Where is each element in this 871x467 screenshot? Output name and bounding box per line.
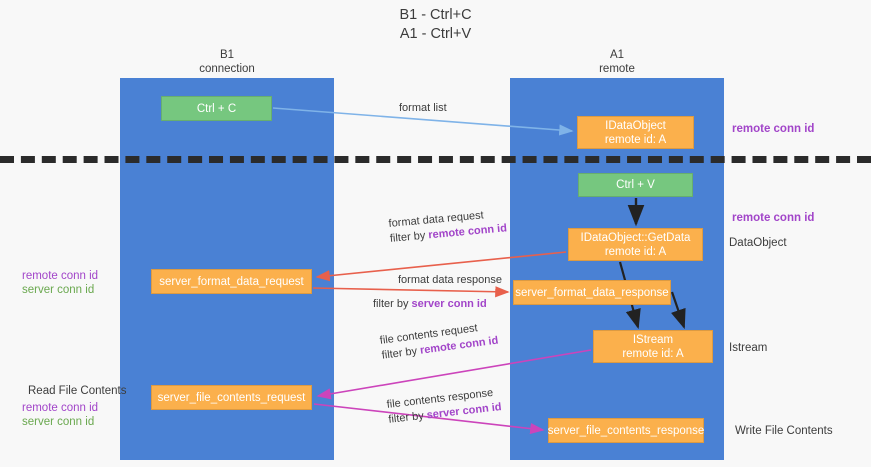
annotation-left-remote-conn-id-1: remote conn id: [22, 270, 99, 282]
edge-label-format-data-response-text: format data response: [398, 274, 502, 286]
box-server-file-contents-request-label: server_file_contents_request: [157, 391, 306, 404]
edge-label-format-data-request: format data request filter by remote con…: [388, 206, 508, 247]
annotation-left-remote-conn-id-2: remote conn id: [22, 402, 99, 414]
box-server-format-data-request-label: server_format_data_request: [159, 275, 304, 288]
box-idataobject-getdata[interactable]: IDataObject::GetData remote id: A: [568, 228, 703, 261]
box-server-file-contents-response[interactable]: server_file_contents_response: [548, 418, 704, 443]
filter-prefix: filter by: [373, 298, 412, 310]
column-header-a1: A1 remote: [510, 48, 724, 76]
edge-label-file-contents-response: file contents response filter by server …: [386, 385, 502, 428]
column-header-b1-sub: connection: [199, 63, 255, 75]
annotation-left-server-conn-id-1: server conn id: [22, 284, 95, 296]
filter-prefix: filter by: [381, 344, 421, 362]
box-ctrl-c-label: Ctrl + C: [196, 102, 237, 115]
filter-key-server-conn-id: server conn id: [411, 298, 487, 310]
title-line-2: A1 - Ctrl+V: [399, 26, 472, 42]
box-ctrl-c[interactable]: Ctrl + C: [161, 96, 272, 121]
annotation-left-conn-ids-2: remote conn id server conn id: [22, 401, 98, 429]
box-server-format-data-request[interactable]: server_format_data_request: [151, 269, 312, 294]
annotation-left-conn-ids-1: remote conn id server conn id: [22, 269, 98, 297]
phase-divider: [0, 156, 871, 163]
box-getdata-line2: remote id: A: [604, 245, 667, 258]
annotation-remote-conn-id-top: remote conn id: [732, 123, 815, 135]
arrow-format-data-response: [312, 286, 510, 298]
box-server-format-data-response[interactable]: server_format_data_response: [513, 280, 671, 305]
column-header-a1-sub: remote: [599, 63, 635, 75]
edge-label-file-contents-request: file contents request filter by remote c…: [379, 319, 499, 364]
annotation-remote-conn-id-mid: remote conn id: [732, 212, 815, 224]
annotation-dataobject: DataObject: [729, 237, 787, 249]
column-header-b1-name: B1: [219, 49, 235, 61]
filter-prefix: filter by: [387, 409, 428, 426]
title-line-1: B1 - Ctrl+C: [399, 7, 472, 23]
box-ctrl-v-label: Ctrl + V: [616, 179, 655, 191]
box-idataobject-line2: remote id: A: [604, 133, 667, 146]
annotation-read-file-contents: Read File Contents: [28, 385, 127, 397]
column-header-a1-name: A1: [609, 49, 625, 61]
box-istream-line1: IStream: [632, 333, 674, 346]
edge-label-format-list: format list: [399, 101, 447, 116]
box-istream-line2: remote id: A: [622, 347, 684, 360]
box-ctrl-v[interactable]: Ctrl + V: [578, 173, 693, 197]
annotation-istream: Istream: [729, 342, 768, 354]
box-server-file-contents-request[interactable]: server_file_contents_request: [151, 385, 312, 410]
box-idataobject-line1: IDataObject: [605, 119, 666, 132]
filter-prefix: filter by: [389, 229, 429, 245]
edge-label-format-data-response: format data response: [398, 273, 502, 288]
annotation-left-server-conn-id-2: server conn id: [22, 416, 95, 428]
annotation-write-file-contents: Write File Contents: [735, 425, 833, 437]
box-server-file-contents-response-label: server_file_contents_response: [547, 424, 705, 437]
box-idataobject[interactable]: IDataObject remote id: A: [577, 116, 694, 149]
box-server-format-data-response-label: server_format_data_response: [515, 286, 669, 299]
box-istream[interactable]: IStream remote id: A: [593, 330, 713, 363]
edge-label-format-data-response-filter: filter by server conn id: [373, 297, 487, 312]
edge-label-format-list-text: format list: [399, 102, 447, 114]
column-header-b1: B1 connection: [120, 48, 334, 76]
page-title: B1 - Ctrl+C A1 - Ctrl+V: [0, 6, 871, 44]
box-getdata-line1: IDataObject::GetData: [580, 231, 691, 244]
